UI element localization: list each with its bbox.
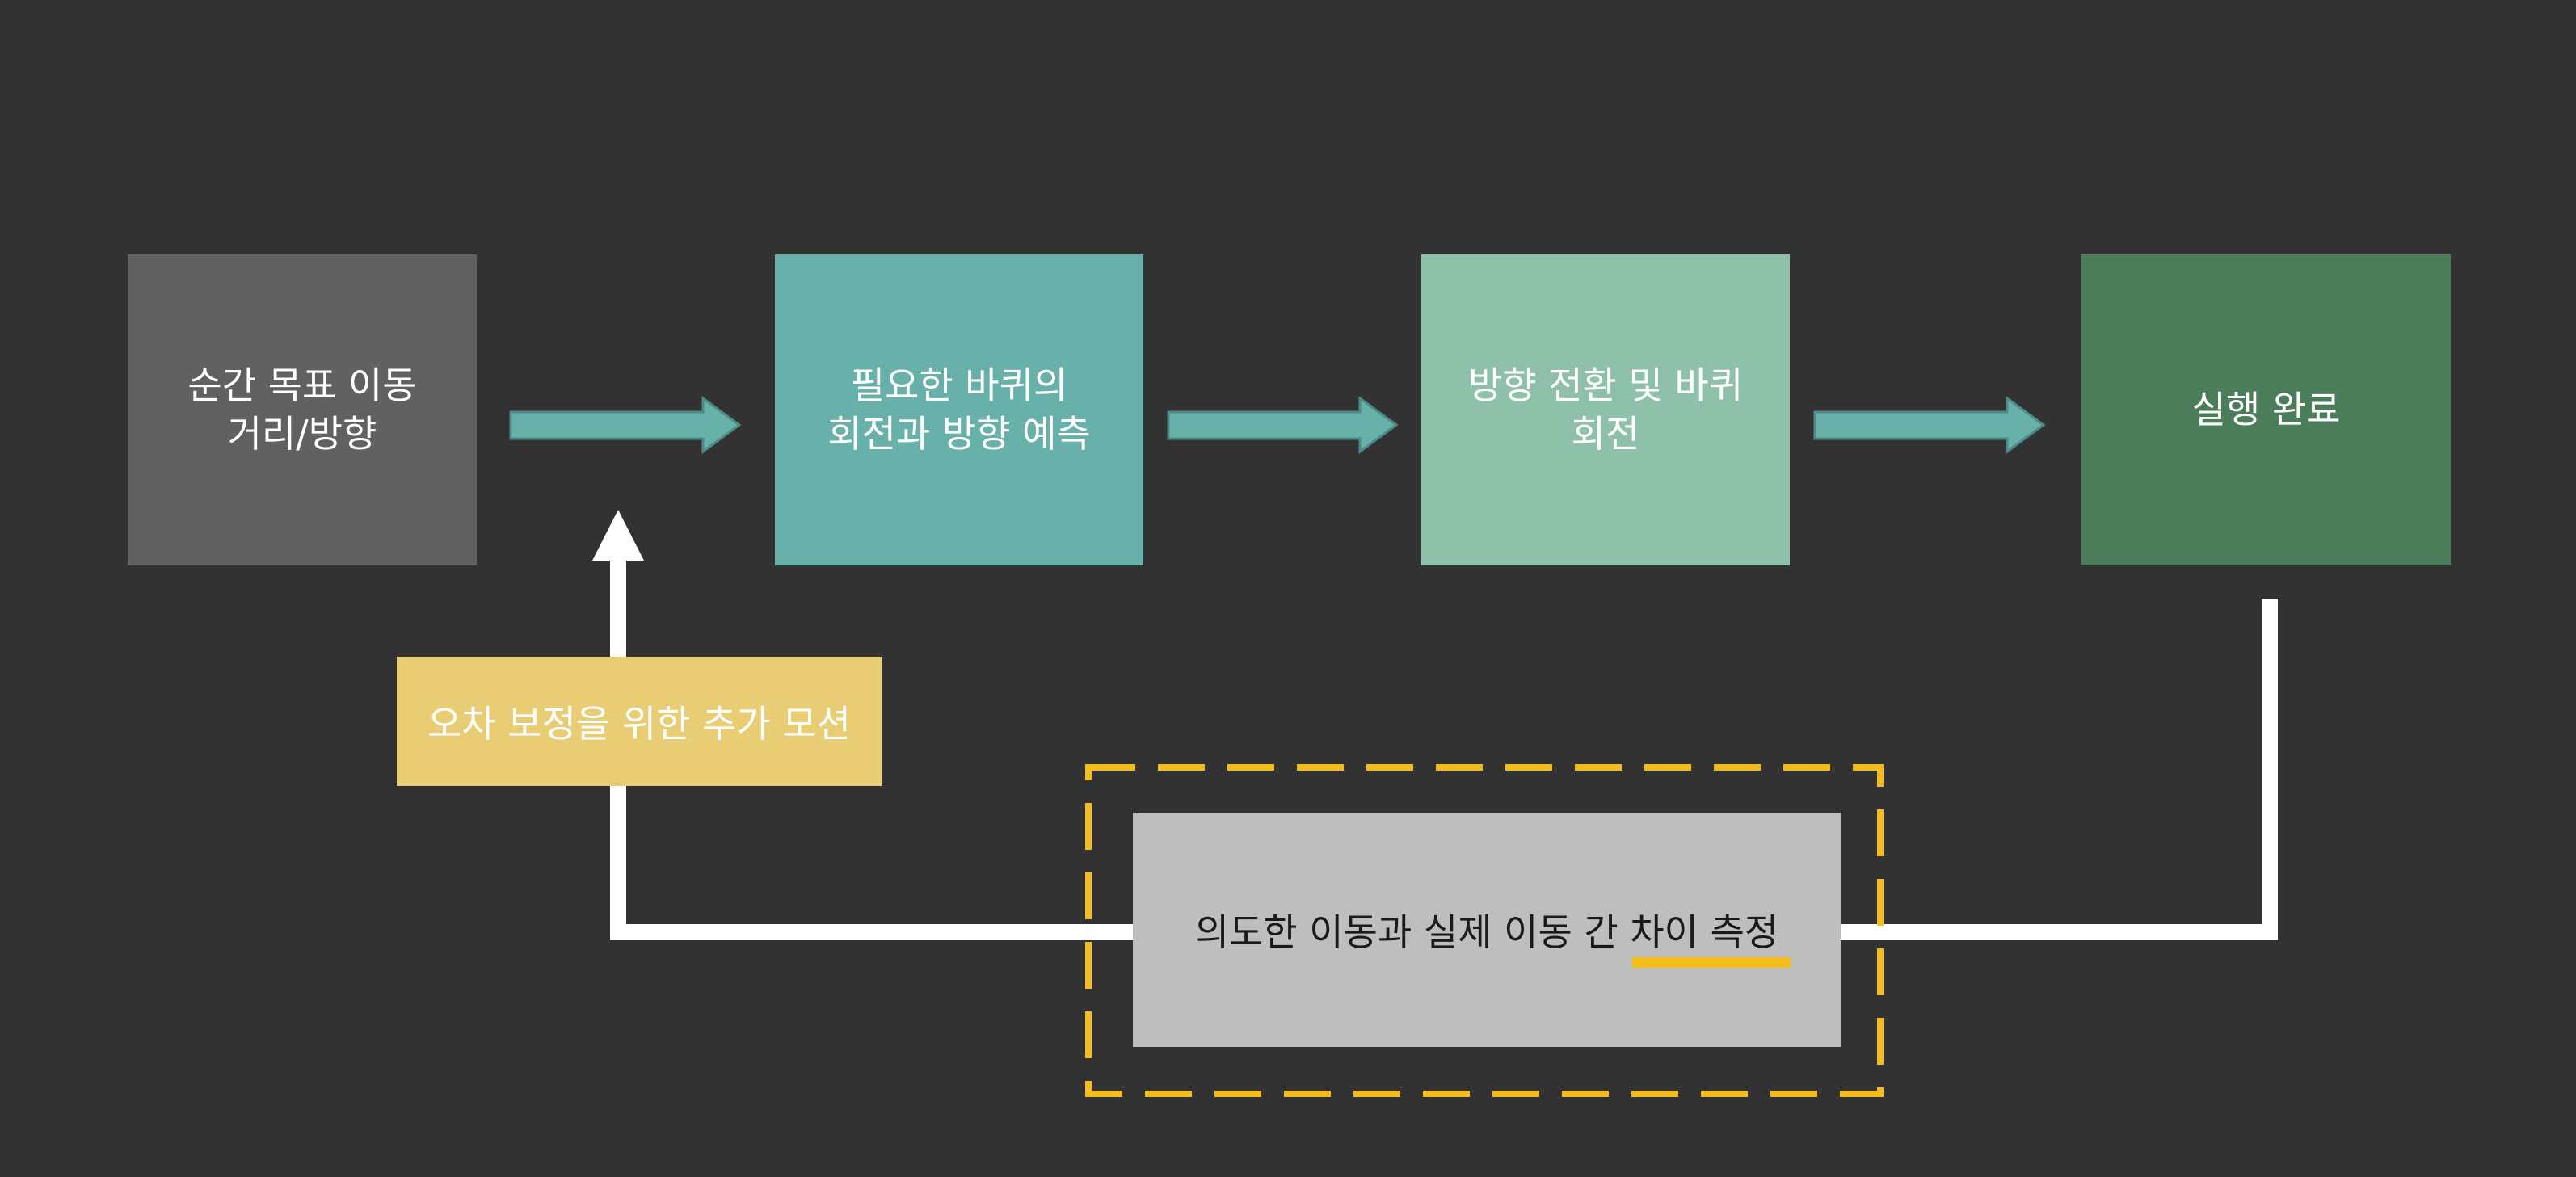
right-arrow-icon — [1813, 396, 2046, 454]
up-arrow-icon — [592, 510, 644, 561]
step-wheel-prediction: 필요한 바퀴의 회전과 방향 예측 — [775, 254, 1143, 565]
highlight-underline — [1632, 957, 1791, 968]
correction-motion-box: 오차 보정을 위한 추가 모션 — [397, 657, 882, 786]
right-arrow-icon — [509, 396, 742, 454]
right-arrow-icon — [1167, 396, 1399, 454]
step-execution-complete: 실행 완료 — [2081, 254, 2451, 565]
step-turn-and-rotate: 방향 전환 및 바퀴 회전 — [1421, 254, 1790, 565]
step-target-distance: 순간 목표 이동 거리/방향 — [128, 254, 477, 565]
measure-difference-box: 의도한 이동과 실제 이동 간 차이 측정 — [1133, 813, 1841, 1047]
